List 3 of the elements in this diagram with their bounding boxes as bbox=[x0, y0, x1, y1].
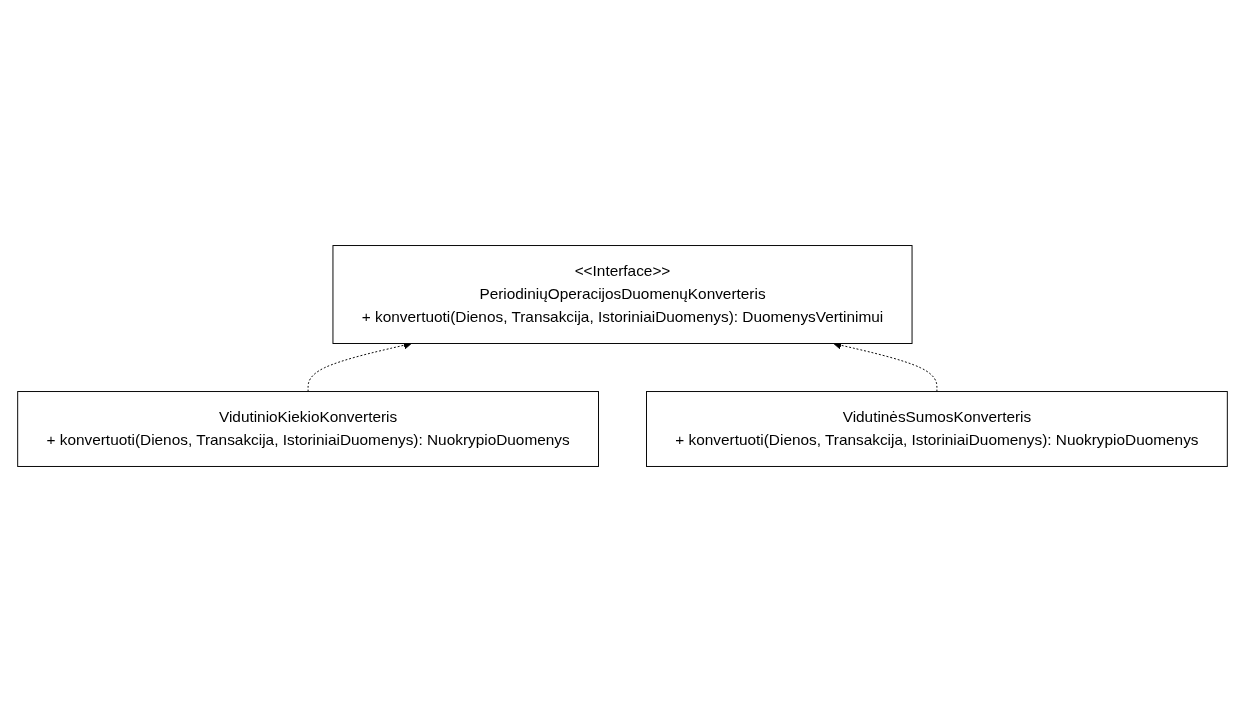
node-box: VidutinėsSumosKonverteris + konvertuoti(Dienos, Transakcija, IstoriniaiDuomenys): NuokrypioDuomenys bbox=[646, 390, 1228, 467]
node-box: <<Interface>> PeriodiniųOperacijosDuomenųKonverteris + konvertuoti(Dienos, Transakcija, IstoriniaiDuomenys): DuomenysVertinimui bbox=[332, 244, 913, 344]
node-box: VidutinioKiekioKonverteris + konvertuoti(Dienos, Transakcija, IstoriniaiDuomenys): NuokrypioDuomenys bbox=[17, 390, 599, 467]
